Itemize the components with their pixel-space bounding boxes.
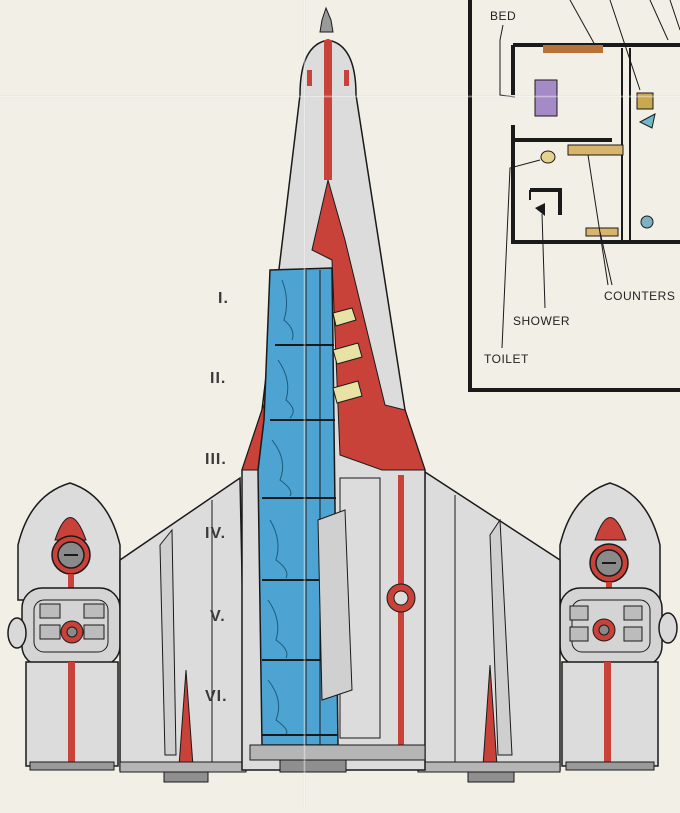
deck-label-1: I. <box>218 290 229 307</box>
right-wing <box>417 470 561 783</box>
nose-antenna <box>319 6 334 33</box>
fold-crease-horizontal <box>0 95 680 98</box>
ship-windows <box>332 307 363 404</box>
deck-label-5: V. <box>210 608 226 625</box>
floorplan-inset <box>468 0 680 392</box>
left-engine-pod <box>7 482 121 771</box>
deck-label-3: III. <box>205 451 227 468</box>
shower-head <box>535 203 545 216</box>
deck-label-4: IV. <box>205 525 227 542</box>
fold-crease-vertical <box>303 0 306 808</box>
callout-toilet: TOILET <box>484 352 529 366</box>
interior-sketch <box>267 279 294 735</box>
callout-bed: BED <box>490 9 517 23</box>
bed <box>534 79 558 117</box>
callout-counters: COUNTERS <box>604 289 676 303</box>
nose-stripe <box>324 40 332 180</box>
counter-1 <box>567 144 624 156</box>
left-wing <box>119 476 247 783</box>
callout-shower: SHOWER <box>513 314 570 328</box>
table-fixture <box>638 113 656 129</box>
round-fixture <box>640 215 654 229</box>
bed-shelf <box>543 45 603 53</box>
deck-label-2: II. <box>210 370 227 387</box>
counter-2 <box>585 227 619 237</box>
deck-label-6: VI. <box>205 688 228 705</box>
toilet-fixture <box>540 150 556 164</box>
right-engine-pod <box>559 482 678 771</box>
main-hull <box>241 6 426 773</box>
leader-lines <box>499 0 680 349</box>
